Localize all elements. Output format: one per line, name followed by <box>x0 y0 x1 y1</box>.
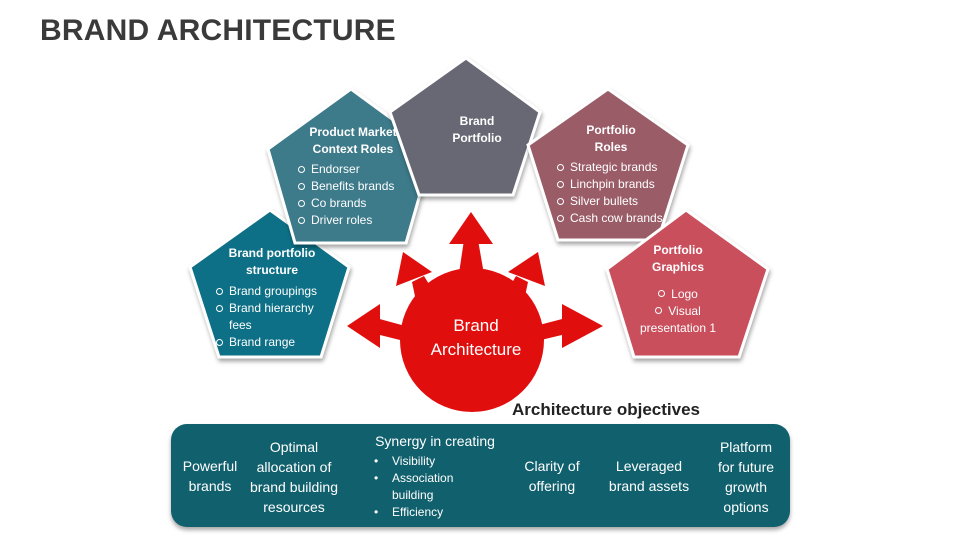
list-item: Visual presentation 1 <box>628 303 728 337</box>
panel-list: Brand groupings Brand hierarchy fees Bra… <box>216 283 332 351</box>
pentagon-portfolio-roles <box>526 87 690 242</box>
list-item: Co brands <box>298 195 409 212</box>
panel-brand-portfolio: Brand Portfolio <box>427 113 527 147</box>
list-item: Linchpin brands <box>557 176 669 193</box>
objective-label: Powerful brands <box>182 458 238 494</box>
arrow-head-left <box>347 304 380 348</box>
pentagon-brand-portfolio <box>388 56 542 197</box>
objective-label: Optimal allocation of brand building res… <box>250 439 338 515</box>
arrow-head-upleft <box>396 252 432 286</box>
panel-list: Strategic brands Linchpin brands Silver … <box>557 159 669 227</box>
panel-portfolio-roles: Portfolio Roles Strategic brands Linchpi… <box>553 122 669 227</box>
panel-portfolio-graphics: Portfolio Graphics Logo Visual presentat… <box>628 242 728 337</box>
page-title: BRAND ARCHITECTURE <box>40 14 396 47</box>
center-label-line1: Brand <box>453 316 499 335</box>
list-item: Silver bullets <box>557 193 669 210</box>
objective-label: Clarity of offering <box>524 458 580 494</box>
objective-clarity: Clarity of offering <box>518 456 586 496</box>
panel-product-market-context: Product Market Context Roles Endorser Be… <box>297 124 409 229</box>
center-circle <box>400 268 544 412</box>
list-item: Brand groupings <box>216 283 332 300</box>
panel-brand-portfolio-structure: Brand portfolio structure Brand grouping… <box>212 245 332 351</box>
center-arrow-hub <box>347 212 603 412</box>
panel-heading-line1: Portfolio <box>653 243 703 257</box>
list-item: Visibility <box>368 453 502 470</box>
objective-platform: Platform for future growth options <box>710 437 782 517</box>
list-item: Strategic brands <box>557 159 669 176</box>
pentagon-brand-portfolio-structure <box>188 208 351 359</box>
objectives-heading: Architecture objectives <box>512 400 701 419</box>
list-item: Efficiency <box>368 504 502 521</box>
panel-heading-line2: Graphics <box>651 260 705 274</box>
panel-list: Endorser Benefits brands Co brands Drive… <box>298 161 409 229</box>
panel-list: Logo Visual presentation 1 <box>628 286 728 337</box>
objective-label: Synergy in creating <box>375 433 495 449</box>
panel-heading-line2: Roles <box>594 140 628 154</box>
center-label: Brand Architecture <box>406 314 546 362</box>
arrow-head-up <box>449 212 493 244</box>
list-item: Brand range <box>216 334 332 351</box>
arrow-head-right <box>562 304 603 348</box>
center-label-line2: Architecture <box>430 340 522 359</box>
panel-heading: Product Market Context Roles <box>309 125 397 156</box>
panel-heading-line2: Portfolio <box>452 131 502 145</box>
panel-heading-line1: Brand <box>459 114 495 128</box>
objective-bullets: Visibility Association building Efficien… <box>368 453 502 521</box>
list-item: Benefits brands <box>298 178 409 195</box>
list-item: Cash cow brands <box>557 210 669 227</box>
arrow-head-upright <box>508 252 545 286</box>
objective-optimal-allocation: Optimal allocation of brand building res… <box>244 437 344 517</box>
list-item: Driver roles <box>298 212 409 229</box>
panel-heading-line1: Portfolio <box>586 123 636 137</box>
panel-heading: Brand portfolio structure <box>228 246 316 277</box>
objective-label: Platform for future growth options <box>717 439 775 515</box>
list-item: Brand hierarchy fees <box>216 300 334 334</box>
list-item: Association building <box>368 470 472 504</box>
list-item: Endorser <box>298 161 409 178</box>
list-item: Logo <box>628 286 728 303</box>
objective-leveraged-assets: Leveraged brand assets <box>602 456 696 496</box>
objective-powerful-brands: Powerful brands <box>177 456 243 496</box>
objective-synergy: Synergy in creating Visibility Associati… <box>368 431 502 521</box>
objective-label: Leveraged brand assets <box>608 458 690 494</box>
